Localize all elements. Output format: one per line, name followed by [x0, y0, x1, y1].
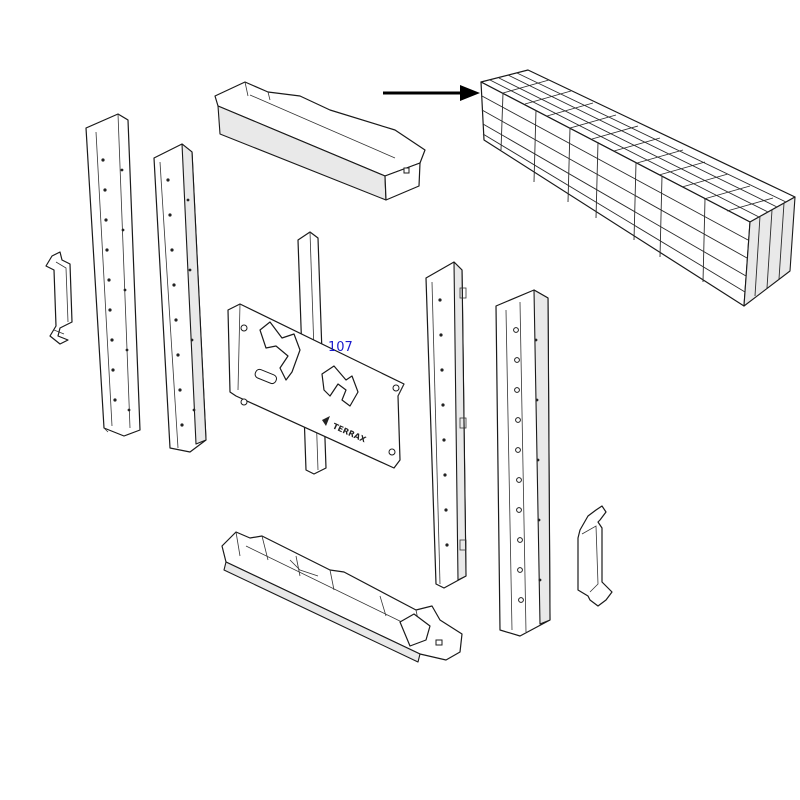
- rail-2-holes: [166, 178, 196, 427]
- top-cover-plate: [214, 81, 426, 201]
- rail-4-holes: [513, 327, 542, 603]
- pointer-arrow: [383, 85, 480, 101]
- right-small-bracket: [577, 505, 613, 607]
- tall-rail-left-2: [153, 143, 207, 453]
- bottom-base-frame: [221, 531, 463, 663]
- left-small-bracket: [45, 251, 73, 345]
- central-mounting-plate: TERRAX: [227, 303, 405, 469]
- part-number-label: 107: [328, 340, 353, 355]
- rail-3-holes: [438, 298, 449, 547]
- wire-cage-container: [480, 69, 796, 307]
- tall-rail-left-1: [85, 113, 141, 437]
- tall-rail-right-1: [425, 261, 467, 589]
- tall-rail-right-2: [495, 289, 551, 637]
- rail-1-holes: [101, 158, 131, 412]
